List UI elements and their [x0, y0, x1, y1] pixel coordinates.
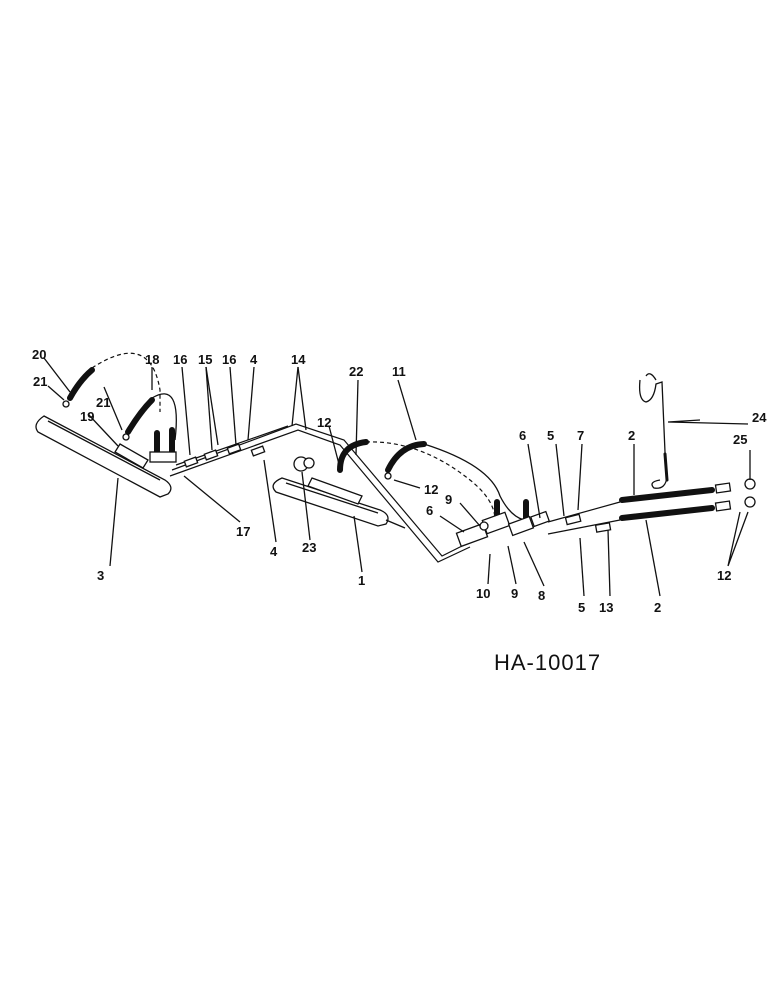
- callout-label: 12: [317, 415, 331, 430]
- callout-label: 16: [222, 352, 236, 367]
- valve-block: [455, 510, 551, 548]
- left-hoses: [62, 352, 177, 463]
- callout-label: 15: [198, 352, 212, 367]
- callout-label: 8: [538, 588, 545, 603]
- callout-label: 13: [599, 600, 613, 615]
- callout-label: 16: [173, 352, 187, 367]
- callout-label: 4: [270, 544, 278, 559]
- callout-label: 21: [33, 374, 47, 389]
- callout-label: 2: [628, 428, 635, 443]
- callout-label: 21: [96, 395, 110, 410]
- hook-bracket: [638, 373, 669, 489]
- callout-label: 4: [250, 352, 258, 367]
- callout-label: 6: [426, 503, 433, 518]
- left-cylinder: [35, 415, 172, 498]
- callout-label: 9: [445, 492, 452, 507]
- callout-label: 20: [32, 347, 46, 362]
- callout-label: 10: [476, 586, 490, 601]
- callout-label: 19: [80, 409, 94, 424]
- callout-label: 6: [519, 428, 526, 443]
- callout-label: 2: [654, 600, 661, 615]
- center-cylinder: [272, 477, 406, 529]
- fitting-23: [293, 456, 315, 472]
- callout-label: 12: [717, 568, 731, 583]
- hydraulic-assembly-drawing: [35, 352, 756, 597]
- callout-labels: 20 21 18 16 15 16 4 14 22 11 21 19 12 12…: [32, 347, 767, 615]
- callout-label: 5: [578, 600, 585, 615]
- callout-label: 3: [97, 568, 104, 583]
- callout-label: 14: [291, 352, 306, 367]
- right-pipes: [547, 478, 756, 535]
- callout-label: 1: [358, 573, 365, 588]
- callout-label: 23: [302, 540, 316, 555]
- leader-lines: [43, 357, 751, 597]
- drawing-number: HA-10017: [494, 650, 601, 675]
- callout-label: 25: [733, 432, 747, 447]
- callout-label: 22: [349, 364, 363, 379]
- callout-label: 17: [236, 524, 250, 539]
- main-pipes: [169, 423, 471, 563]
- callout-label: 7: [577, 428, 584, 443]
- callout-label: 9: [511, 586, 518, 601]
- callout-label: 12: [424, 482, 438, 497]
- callout-label: 11: [392, 364, 406, 379]
- callout-label: 24: [752, 410, 767, 425]
- callout-label: 5: [547, 428, 554, 443]
- callout-label: 18: [145, 352, 159, 367]
